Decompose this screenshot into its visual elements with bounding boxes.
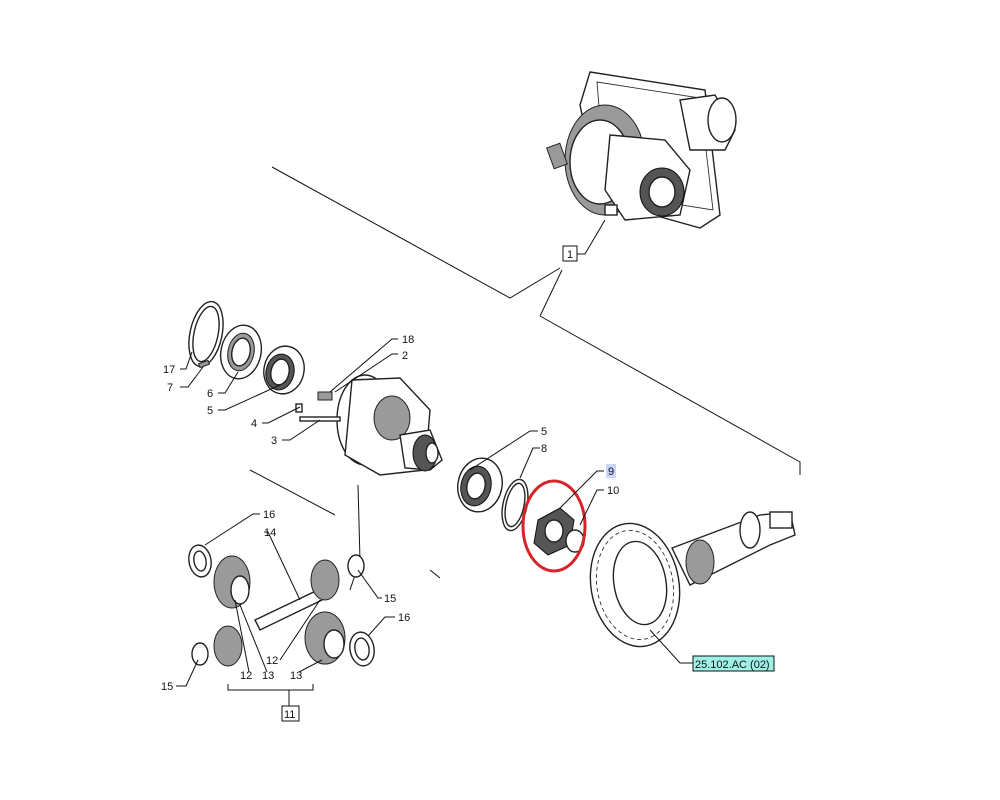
callout-8: 8 — [541, 443, 547, 455]
callout-4: 4 — [251, 418, 257, 430]
leader-lines — [176, 219, 695, 706]
callout-5-right: 5 — [541, 426, 547, 438]
callout-12-left: 12 — [240, 670, 252, 682]
callout-18: 18 — [402, 334, 414, 346]
callout-16-top: 16 — [263, 509, 275, 521]
assembly-guide-lines — [249, 166, 801, 591]
callout-10: 10 — [607, 485, 619, 497]
ring-gear-and-pinion — [589, 511, 796, 648]
highlighted-part-9 — [521, 479, 587, 573]
callout-6: 6 — [207, 388, 213, 400]
callout-9-highlight — [606, 464, 616, 478]
callout-15-left: 15 — [161, 681, 173, 693]
callout-1: 1 — [567, 249, 573, 261]
callout-17: 17 — [163, 364, 175, 376]
axle-housing-assembly — [546, 71, 737, 229]
callout-3: 3 — [271, 435, 277, 447]
callout-2: 2 — [402, 350, 408, 362]
differential-case — [295, 374, 443, 476]
callout-15-right: 15 — [384, 593, 396, 605]
callout-box-1 — [562, 245, 578, 262]
callout-13-right: 13 — [290, 670, 302, 682]
callout-13-left: 13 — [262, 670, 274, 682]
callout-12-right: 12 — [266, 655, 278, 667]
callout-14: 14 — [264, 527, 276, 539]
reference-link-box[interactable] — [692, 655, 775, 672]
callout-5-left: 5 — [207, 405, 213, 417]
reference-link-text[interactable]: 25.102.AC (02) — [695, 659, 770, 671]
callout-box-11 — [281, 705, 300, 722]
right-bearing-stack — [457, 457, 529, 532]
callout-labels: 1 18 2 17 7 6 5 4 3 5 8 9 10 16 14 15 16… — [161, 245, 619, 722]
callout-16-bottom: 16 — [398, 612, 410, 624]
callout-11: 11 — [284, 709, 295, 721]
highlight-ring — [521, 479, 587, 573]
callout-7: 7 — [167, 382, 173, 394]
differential-internals — [188, 544, 375, 667]
reference-link[interactable]: 25.102.AC (02) — [692, 655, 775, 672]
callout-9: 9 — [608, 466, 614, 478]
left-bearing-stack — [188, 300, 305, 395]
